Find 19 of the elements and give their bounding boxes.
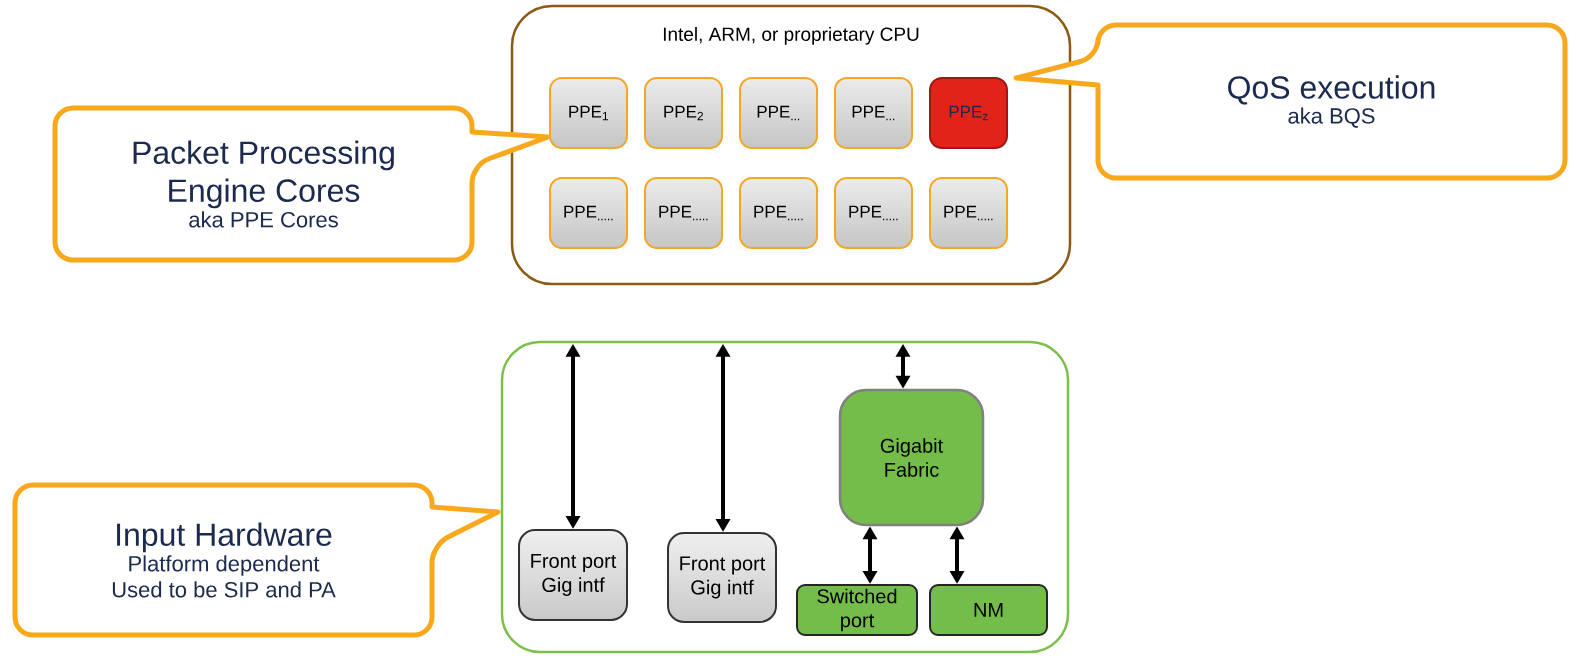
core-box: PPE$_{...}$ (834, 77, 913, 149)
port-box: Front port Gig intf (667, 532, 777, 623)
fabric-box: Gigabit Fabric (838, 388, 985, 527)
module-box: NM (929, 584, 1048, 636)
core-box: PPE$_{.....}$ (834, 177, 913, 249)
callout-bubble: QoS execution aka BQS (1013, 22, 1568, 181)
core-box: PPE$_{.....}$ (739, 177, 818, 249)
core-box: PPE$_{1}$ (549, 77, 628, 149)
core-box: PPE$_{.....}$ (549, 177, 628, 249)
core-box: PPE$_{...}$ (739, 77, 818, 149)
callout-bubble: Input Hardware Platform dependent Used to be SIP and PA (12, 482, 501, 638)
callout-bubble: Packet Processing Engine Cores aka PPE Cores (52, 105, 551, 263)
core-box: PPE$_{.....}$ (644, 177, 723, 249)
port-box: Front port Gig intf (518, 529, 628, 621)
module-box: Switched port (796, 584, 918, 636)
core-box: PPE$_{z}$ (929, 77, 1008, 149)
core-box: PPE$_{.....}$ (929, 177, 1008, 249)
core-box: PPE$_{2}$ (644, 77, 723, 149)
hardware-panel (500, 340, 1070, 654)
